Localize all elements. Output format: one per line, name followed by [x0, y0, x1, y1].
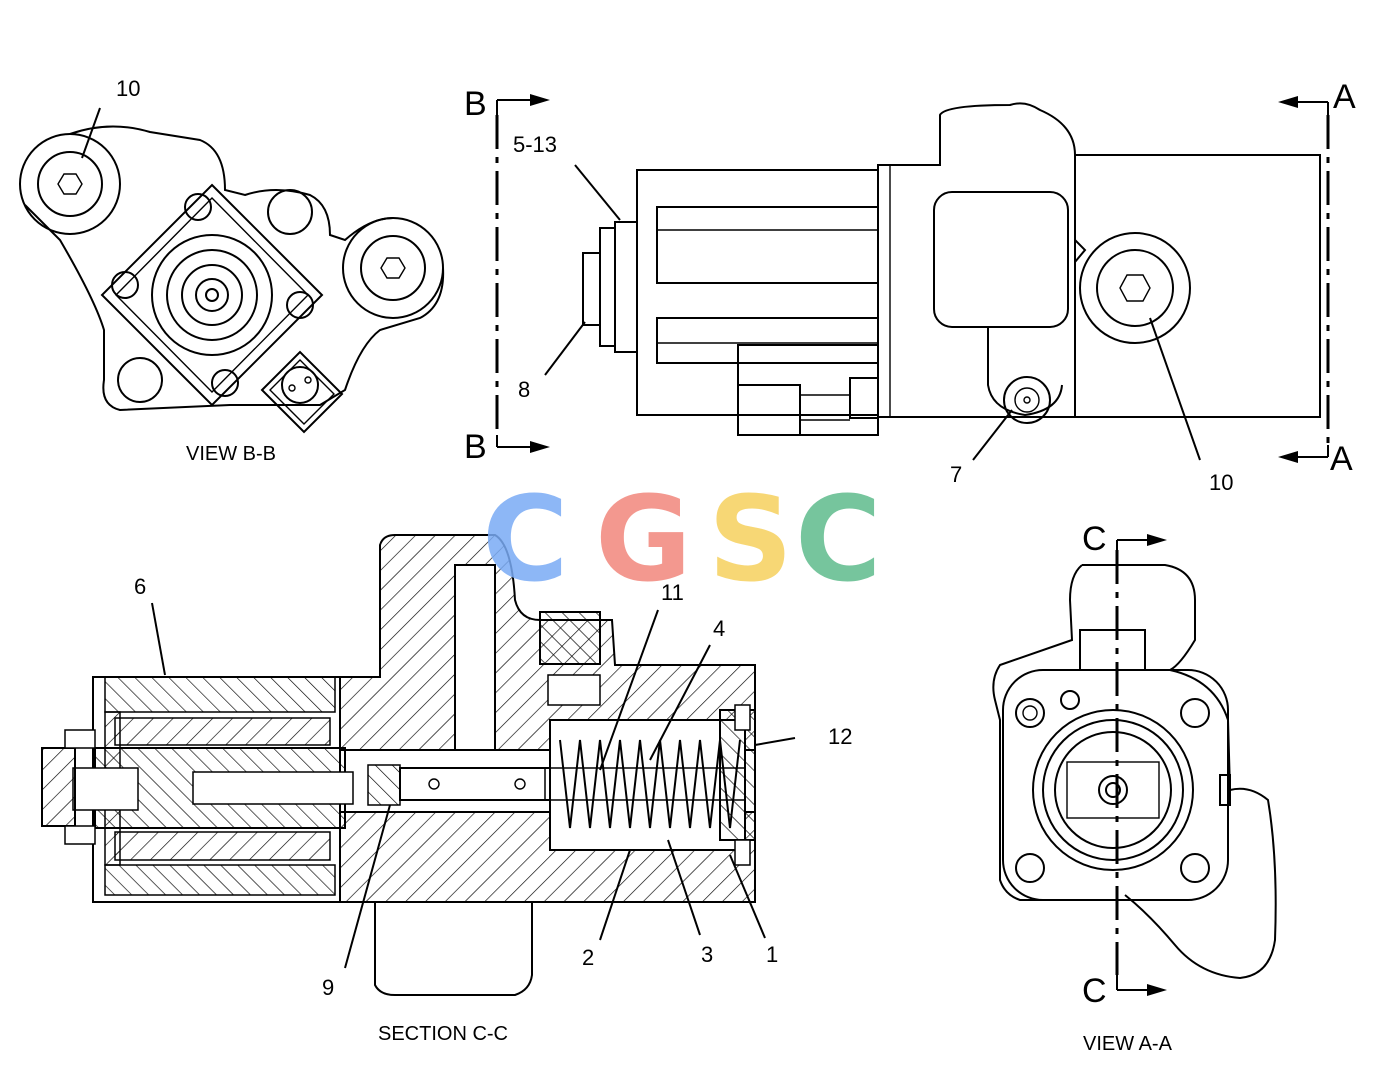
- leader-line: [599, 849, 631, 941]
- watermark-letter: C: [795, 470, 882, 608]
- callout-4: 4: [713, 616, 725, 641]
- arrow-head: [1147, 984, 1167, 996]
- leader-line: [649, 644, 711, 761]
- leader-line: [574, 164, 621, 221]
- section-marker-a-top: A: [1333, 78, 1356, 116]
- arrow-head: [1278, 451, 1298, 463]
- view-bb-drawing: [19, 125, 445, 434]
- section-cc-drawing: [41, 534, 756, 996]
- leader-line: [151, 602, 166, 676]
- arrow-head: [1147, 534, 1167, 546]
- callout-10: 10: [116, 76, 140, 101]
- view-bb-caption: VIEW B-B: [186, 443, 276, 465]
- leader-line: [729, 854, 766, 939]
- watermark-letter: C: [482, 470, 569, 608]
- callout-8: 8: [518, 377, 530, 402]
- callout-1: 1: [766, 942, 778, 967]
- leader-line: [81, 107, 101, 159]
- view-aa-caption: VIEW A-A: [1083, 1033, 1173, 1055]
- side-view-drawing: [582, 102, 1321, 436]
- watermark-logo: C G S C: [482, 470, 882, 608]
- watermark-letter: S: [708, 470, 793, 608]
- watermark-letter: G: [595, 470, 692, 608]
- leader-line: [599, 609, 659, 771]
- callout-7: 7: [950, 462, 962, 487]
- callout-5-13: 5-13: [513, 132, 557, 157]
- leader-line: [544, 321, 586, 376]
- section-cc-caption: SECTION C-C: [378, 1023, 508, 1045]
- section-marker-b-bottom: B: [464, 428, 487, 466]
- callout-12: 12: [828, 724, 852, 749]
- leader-line: [754, 737, 796, 746]
- leader-line: [667, 839, 701, 936]
- callout-6: 6: [134, 574, 146, 599]
- callout-11: 11: [661, 580, 684, 605]
- arrow-head: [1278, 96, 1298, 108]
- leader-line: [972, 409, 1013, 461]
- view-aa-drawing: [992, 564, 1277, 980]
- leader-line: [1149, 317, 1201, 461]
- callout-10: 10: [1209, 470, 1233, 495]
- section-marker-c-top: C: [1082, 520, 1107, 558]
- section-marker-c-bottom: C: [1082, 972, 1107, 1010]
- section-marker-b-top: B: [464, 85, 487, 123]
- section-marker-a-bottom: A: [1330, 440, 1353, 478]
- callout-3: 3: [701, 942, 713, 967]
- callout-2: 2: [582, 945, 594, 970]
- arrow-head: [530, 94, 550, 106]
- callout-9: 9: [322, 975, 334, 1000]
- leader-line: [344, 804, 391, 969]
- arrow-head: [530, 441, 550, 453]
